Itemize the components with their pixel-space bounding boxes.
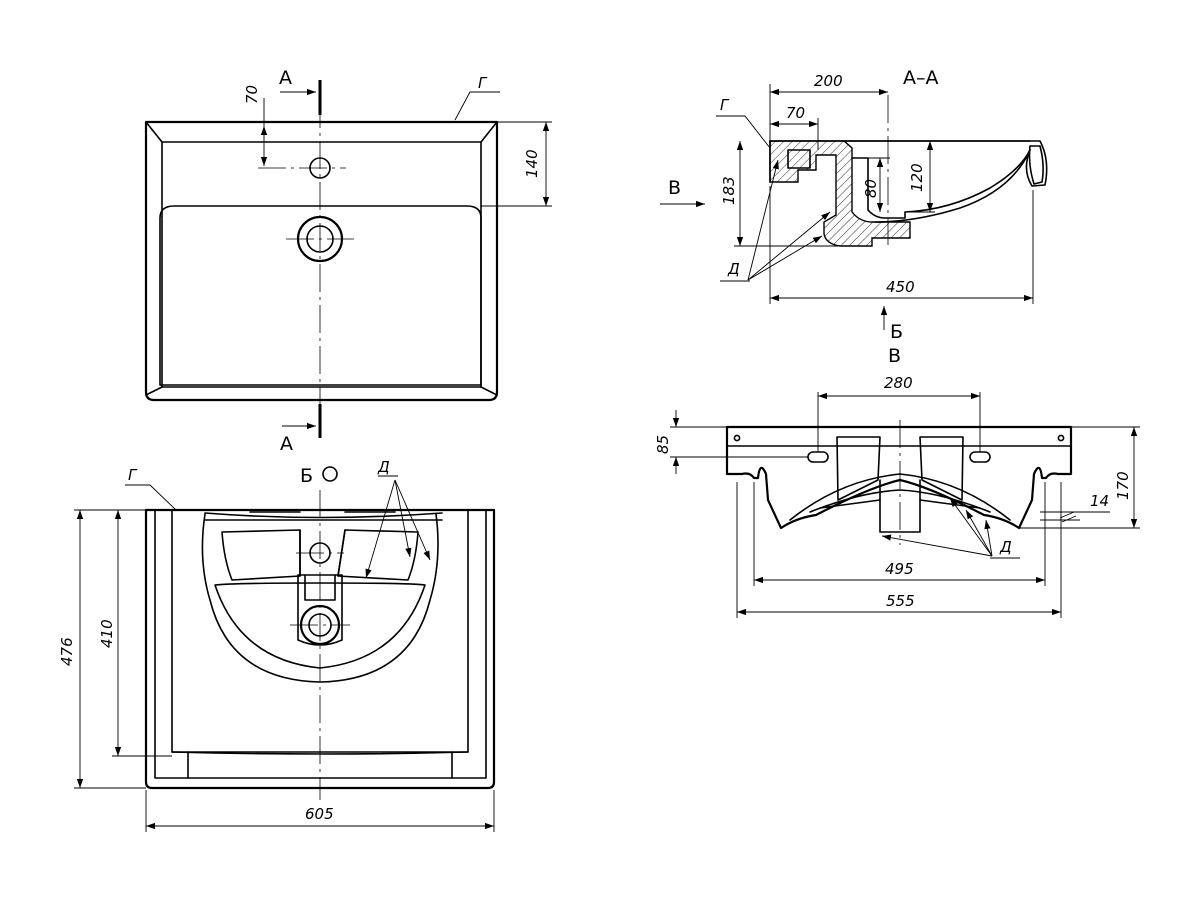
dim-70-section: 70 (786, 104, 805, 122)
top-view: A A Г 70 140 (144, 67, 552, 455)
dim-70-top: 70 (243, 85, 261, 104)
dim-495: 495 (885, 560, 914, 578)
section-view: А–А Г Д В Б 200 70 183 (660, 67, 1048, 343)
mount-hole-right (1057, 434, 1065, 442)
top-view-rim-bevel-left (145, 121, 498, 396)
rear-view: В Д 280 85 170 (654, 345, 1140, 618)
dim-280: 280 (884, 374, 913, 392)
dim-555: 555 (886, 592, 915, 610)
section-a-label-bottom: A (280, 433, 293, 455)
label-g-top: Г (478, 74, 488, 92)
front-view: Б Г Д 476 410 605 (58, 458, 496, 832)
dim-14: 14 (1090, 492, 1109, 510)
dim-476: 476 (58, 637, 76, 666)
dim-120: 120 (908, 163, 926, 192)
dim-450: 450 (886, 278, 915, 296)
dim-183: 183 (720, 176, 738, 205)
top-view-rim (161, 141, 482, 388)
label-v-arrow: В (668, 177, 681, 199)
rear-view-title: В (888, 345, 901, 367)
label-g-section: Г (720, 96, 730, 114)
dim-605: 605 (305, 805, 334, 823)
section-body-hatched (769, 140, 911, 247)
view-b-label: Б (300, 465, 313, 487)
dim-140: 140 (523, 149, 541, 178)
dim-85: 85 (654, 435, 672, 454)
section-a-label-top: A (279, 67, 292, 89)
mount-hole-left (733, 434, 741, 442)
dim-410: 410 (98, 619, 116, 648)
label-d-section: Д (727, 260, 740, 278)
dim-200: 200 (814, 72, 843, 90)
view-rotate-icon (322, 466, 338, 482)
rear-view-outline (725, 425, 1073, 530)
dim-80: 80 (862, 179, 880, 198)
label-d-rear: Д (999, 538, 1012, 556)
label-b-arrow: Б (890, 321, 903, 343)
label-d-front: Д (377, 458, 390, 476)
section-title: А–А (903, 67, 939, 89)
label-g-front: Г (128, 466, 138, 484)
dim-170: 170 (1114, 471, 1132, 500)
mount-slot-left (807, 451, 829, 463)
front-view-outline (144, 508, 496, 790)
top-view-basin (159, 205, 482, 386)
mount-slot-right (969, 451, 991, 463)
